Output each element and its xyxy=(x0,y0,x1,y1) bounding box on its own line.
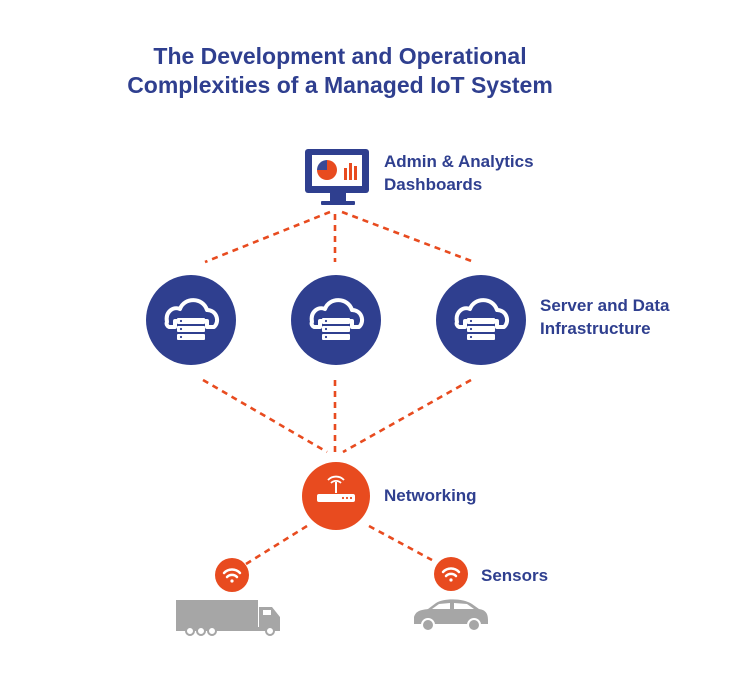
server-node-middle xyxy=(291,275,381,365)
server-node-right xyxy=(436,275,526,365)
server-label-line-1: Server and Data xyxy=(540,296,670,315)
connector-right-server-to-router xyxy=(342,378,472,454)
cloud-server-icon xyxy=(309,298,365,340)
connector-router-to-car-sensor xyxy=(368,524,433,562)
server-node-left xyxy=(146,275,236,365)
connector-dashboard-to-right-server xyxy=(341,210,475,264)
car-sensor xyxy=(434,557,468,591)
cloud-server-icon xyxy=(454,298,510,340)
dashboard-label-line-1: Admin & Analytics xyxy=(384,152,534,171)
dashboard-monitor-icon xyxy=(305,149,369,205)
connector-router-to-truck-sensor xyxy=(245,524,308,566)
title-line-1: The Development and Operational xyxy=(153,43,527,69)
router-node xyxy=(302,462,370,530)
truck-sensor xyxy=(215,558,249,592)
server-label: Server and Data Infrastructure xyxy=(540,294,669,340)
truck-icon xyxy=(176,600,280,636)
server-label-line-2: Infrastructure xyxy=(540,319,651,338)
cloud-server-icon xyxy=(164,298,220,340)
connector-left-server-to-router xyxy=(202,378,328,454)
wifi-icon xyxy=(441,567,461,582)
sensors-label: Sensors xyxy=(481,566,549,585)
car-icon xyxy=(414,599,488,632)
networking-label: Networking xyxy=(384,486,477,505)
title-line-2: Complexities of a Managed IoT System xyxy=(127,72,553,98)
bar-chart-icon xyxy=(344,163,357,180)
page-title: The Development and Operational Complexi… xyxy=(60,42,620,100)
connection-lines xyxy=(202,210,475,566)
wifi-icon xyxy=(222,568,242,583)
dashboard-label-line-2: Dashboards xyxy=(384,175,483,194)
connector-dashboard-to-left-server xyxy=(204,210,331,264)
dashboard-label: Admin & Analytics Dashboards xyxy=(384,150,534,196)
router-icon xyxy=(317,475,355,502)
